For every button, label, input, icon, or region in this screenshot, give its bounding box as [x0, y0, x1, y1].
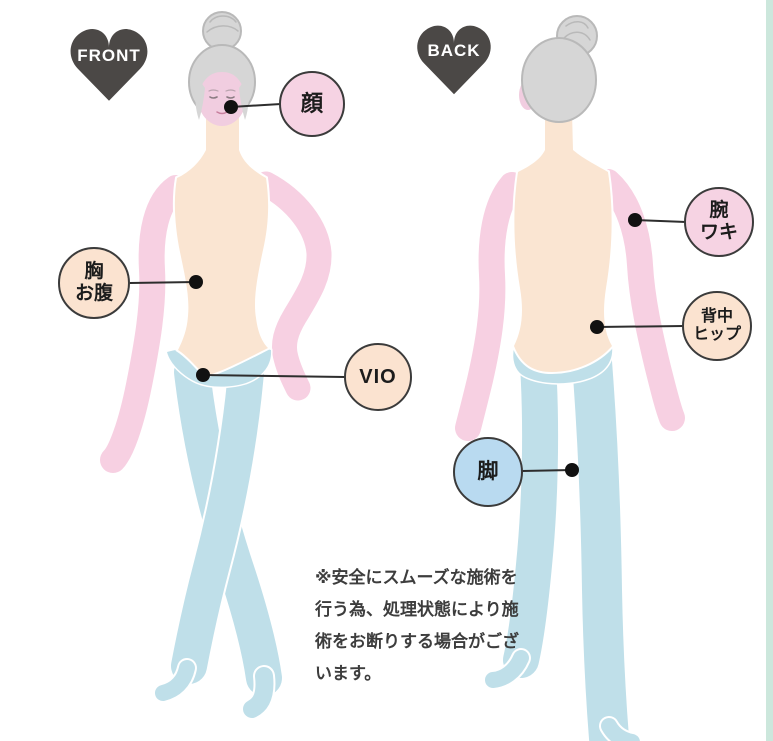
callout-back-hip-label-1: 背中 — [700, 307, 733, 325]
callout-arm-armpit-label-1: 腕 — [709, 200, 729, 222]
callout-arm-armpit: 腕 ワキ — [684, 187, 754, 257]
callout-lines — [129, 100, 687, 477]
callout-back-hip: 背中 ヒップ — [682, 291, 752, 361]
front-heart-label: FRONT — [77, 46, 141, 65]
disclaimer-line: ※安全にスムーズな施術を — [315, 568, 518, 587]
callout-chest-belly-label-2: お腹 — [74, 283, 113, 304]
callout-leg-label: 脚 — [477, 459, 499, 483]
disclaimer-line: 行う為、処理状態により施 — [315, 600, 519, 619]
back-heart-label: BACK — [427, 41, 481, 60]
callout-vio-label: VIO — [359, 365, 397, 388]
callout-arm-armpit-label-2: ワキ — [699, 222, 738, 243]
callout-chest-belly-label-1: 胸 — [84, 261, 104, 283]
front-heart-badge: FRONT — [63, 20, 155, 108]
right-edge-strip — [766, 0, 773, 741]
callout-back-hip-label-2: ヒップ — [692, 326, 741, 343]
front-figure — [100, 11, 332, 720]
disclaimer-note: ※安全にスムーズな施術を 行う為、処理状態により施 術をお断りする場合がござ い… — [315, 562, 560, 690]
callout-vio: VIO — [344, 343, 412, 411]
callout-chest-belly: 胸 お腹 — [58, 247, 130, 319]
callout-face: 顔 — [279, 71, 345, 137]
heart-icon — [417, 25, 491, 95]
disclaimer-line: 術をお断りする場合がござ — [315, 632, 519, 651]
back-heart-badge: BACK — [410, 16, 498, 102]
heart-icon — [70, 29, 148, 101]
disclaimer-line: います。 — [315, 664, 382, 683]
back-figure — [455, 15, 685, 741]
callout-face-label: 顔 — [300, 91, 323, 117]
callout-leg: 脚 — [453, 437, 523, 507]
